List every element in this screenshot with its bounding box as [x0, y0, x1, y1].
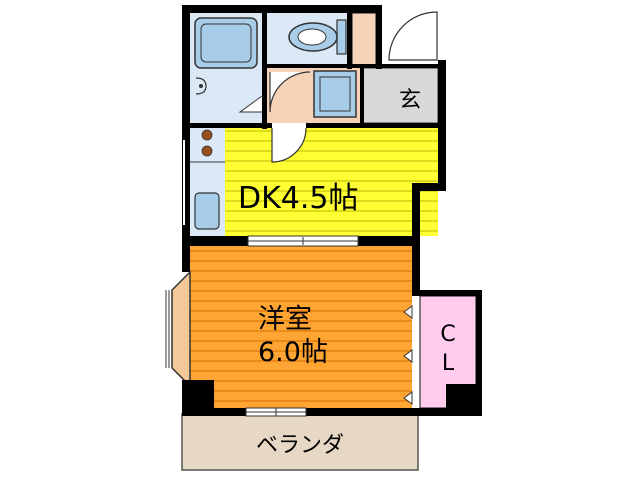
dk-room [225, 128, 438, 236]
washroom-door-icon [269, 71, 311, 113]
western-room [190, 246, 412, 408]
closet-label-l: L [442, 351, 455, 376]
sink-icon [194, 192, 220, 230]
balcony-label: ベランダ [256, 433, 344, 458]
bathtub-icon [194, 17, 258, 69]
entrance-label: 玄 [399, 88, 421, 113]
walls [182, 5, 482, 416]
entrance-door-icon [388, 11, 438, 61]
stove-burner-icon [201, 129, 213, 141]
washing-machine-icon [313, 70, 357, 118]
dk-door-icon [271, 127, 307, 163]
bay-window [171, 270, 191, 388]
balcony [181, 413, 419, 471]
storage-panel [351, 12, 377, 66]
toilet-tank-icon [336, 19, 347, 55]
western-room-label-2: 6.0帖 [258, 337, 328, 368]
shower-icon [195, 77, 207, 95]
closet-label-c: C [440, 322, 455, 347]
western-room-label-1: 洋室 [258, 304, 312, 335]
dk-label: DK4.5帖 [238, 181, 358, 216]
